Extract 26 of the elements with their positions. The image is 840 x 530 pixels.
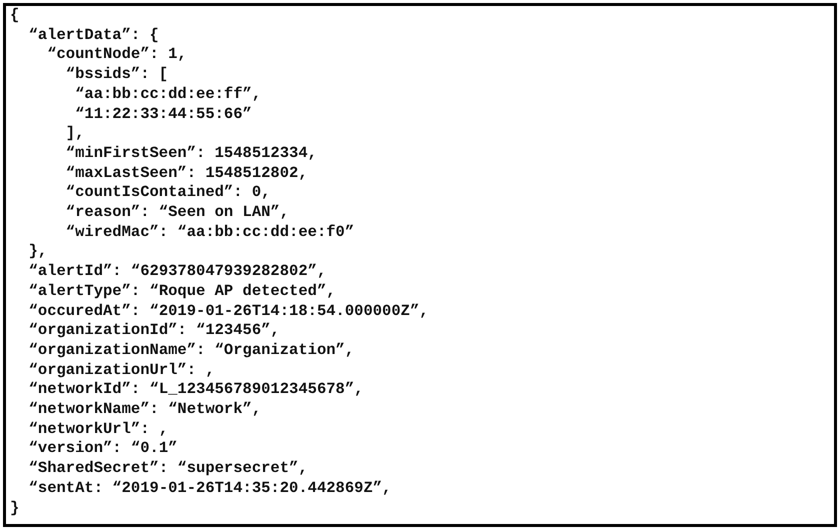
code-line: } (10, 498, 20, 518)
code-line: “organizationId”: “123456”, (28, 321, 280, 340)
code-line: ], (66, 124, 84, 144)
code-line: “networkId”: “L_123456789012345678”, (28, 380, 364, 400)
code-line: “networkName”: “Network”, (28, 400, 262, 419)
code-line: “bssids”: [ (66, 65, 168, 84)
code-line: “organizationName”: “Organization”, (28, 340, 354, 360)
code-line: “alertType”: “Roque AP detected”, (28, 282, 336, 301)
code-line: “sentAt: “2019-01-26T14:35:20.442869Z”, (28, 478, 392, 498)
code-line: “SharedSecret”: “supersecret”, (28, 459, 308, 478)
code-line: { (10, 6, 20, 25)
code-line: “minFirstSeen”: 1548512334, (66, 144, 317, 163)
code-line: “networkUrl”: , (28, 420, 168, 439)
code-line: “alertData”: { (28, 26, 159, 45)
code-line: “aa:bb:cc:dd:ee:ff”, (75, 84, 262, 104)
code-line: “maxLastSeen”: 1548512802, (66, 164, 308, 183)
code-line: }, (28, 242, 48, 262)
code-line: “countIsContained”: 0, (66, 183, 270, 202)
code-line: “occuredAt”: “2019-01-26T14:18:54.000000Z”, (28, 302, 429, 320)
code-line: “wiredMac”: “aa:bb:cc:dd:ee:f0” (66, 222, 354, 242)
code-line: “countNode”: 1, (47, 45, 187, 64)
code-line: “alertId”: “629378047939282802”, (28, 262, 326, 282)
code-line: “reason”: “Seen on LAN”, (66, 203, 290, 222)
code-line: “version”: “0.1” (28, 439, 178, 458)
code-line: “organizationUrl”: , (28, 360, 215, 380)
code-line: “11:22:33:44:55:66” (75, 104, 252, 124)
